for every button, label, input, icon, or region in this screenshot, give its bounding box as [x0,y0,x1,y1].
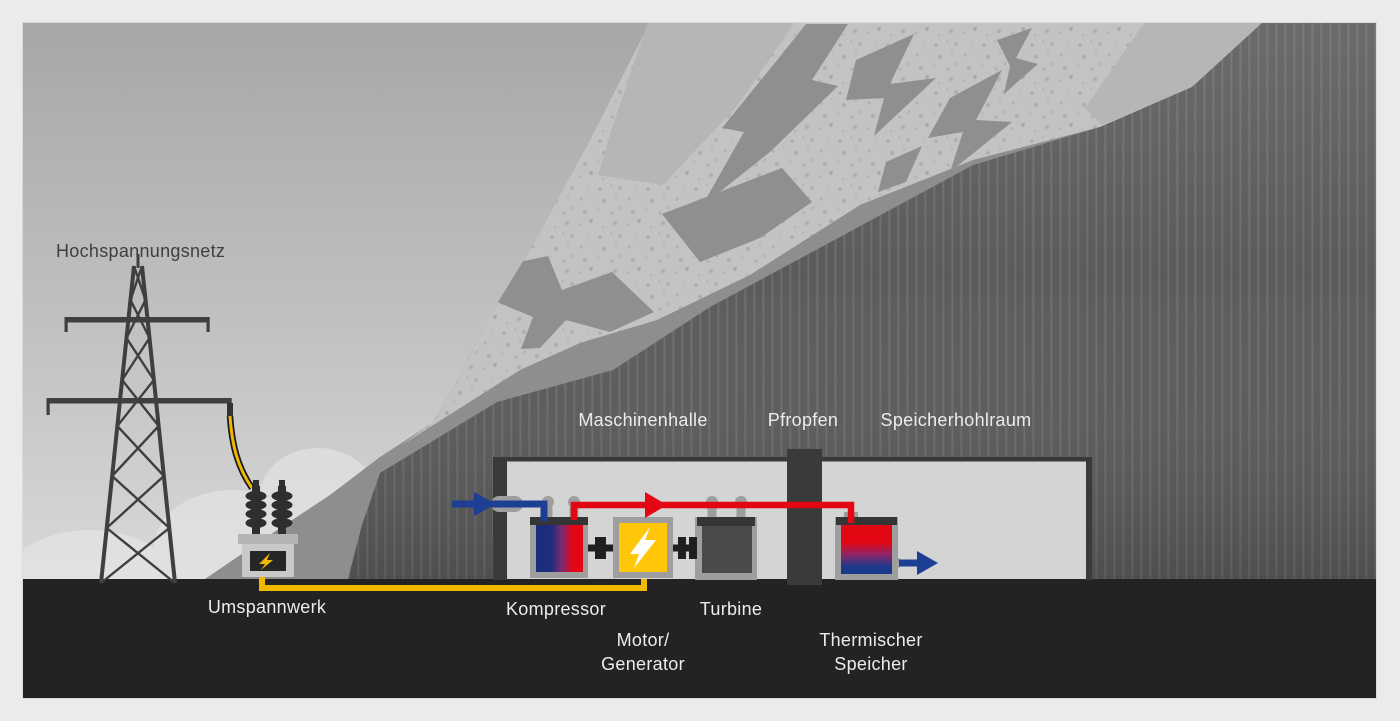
transmission-tower [46,254,233,584]
hot-pipe [570,501,855,523]
compressor-unit [530,517,588,578]
insulator [227,403,233,416]
turbine-unit [695,517,757,580]
transformer-bushings [245,480,293,537]
lightning-bolt-icon [259,553,273,570]
cold-pipe [491,500,548,521]
compressor-body [536,525,583,572]
thermal-storage-unit [835,517,898,580]
arrow-right-icon [645,492,667,518]
scene-border [22,22,1377,699]
power-cable-aerial [226,415,255,490]
mountain-interior-shade [348,22,1377,579]
machine-hall [493,449,1092,585]
arrow-right-icon [474,492,496,516]
thermal-storage-cap [836,517,897,525]
air-inlet-flow [452,492,496,516]
hall-left-wall [493,457,507,580]
rock-smooth-patches [598,22,1263,185]
turbine-body [702,526,752,573]
rock-cracks [497,24,1038,349]
transformer [238,480,298,577]
compressor-cap [530,517,588,525]
plug-barrier [787,449,822,585]
air-outlet-flow [899,551,938,575]
ground [22,579,1377,699]
turbine-cap [697,517,755,526]
mountain [205,22,1377,579]
transformer-flange [238,534,298,544]
arrow-right-icon [917,551,938,575]
thermal-storage-body [841,525,892,574]
lightning-bolt-icon [630,527,656,568]
motor-generator-unit [613,517,673,578]
cavern-right-wall [1086,457,1092,580]
shaft-couplings [588,537,697,559]
power-cable-underground [259,573,647,591]
